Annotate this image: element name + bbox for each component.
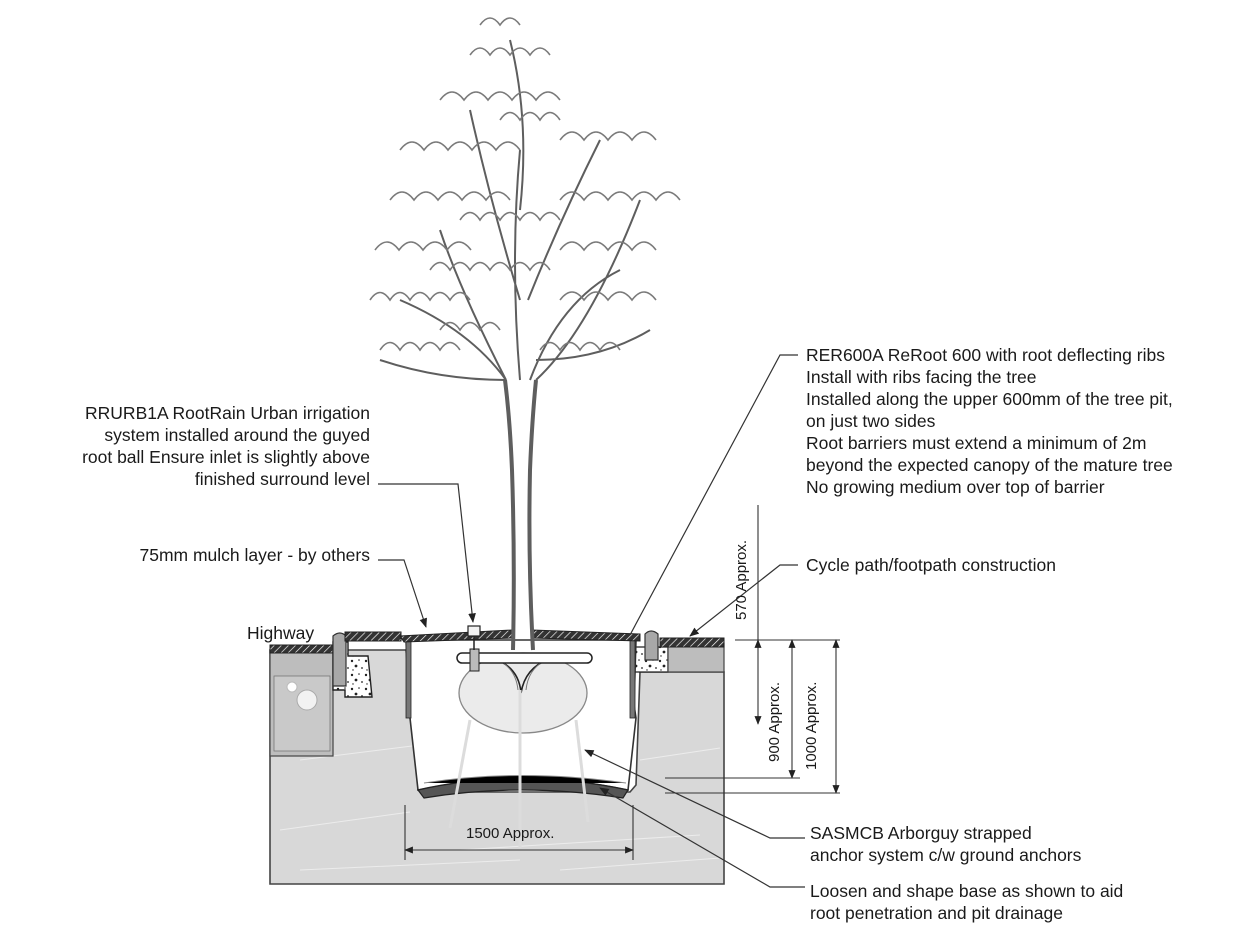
dimension-570-label: 570 Approx.: [733, 539, 750, 620]
highway-label: Highway: [247, 623, 315, 643]
cycle-path-callout: Cycle path/footpath construction: [806, 555, 1057, 575]
dimension-900-label: 900 Approx.: [766, 681, 783, 762]
highway-kerb: [269, 631, 402, 757]
root-ball: [448, 625, 593, 848]
reroot-callout: RER600A ReRoot 600 with root deflecting …: [806, 345, 1173, 497]
footpath-block: [631, 630, 725, 673]
leader-lines: [378, 354, 805, 888]
dimension-1500-label: 1500 Approx.: [466, 825, 555, 842]
loosen-callout: Loosen and shape base as shown to aid ro…: [810, 881, 1124, 923]
dimension-1000-label: 1000 Approx.: [803, 681, 820, 770]
arborguy-callout: SASMCB Arborguy strapped anchor system c…: [810, 823, 1082, 865]
tree-illustration: [369, 17, 681, 651]
mulch-callout: 75mm mulch layer - by others: [139, 545, 371, 565]
rootrain-callout: RRURB1A RootRain Urban irrigation system…: [82, 403, 370, 489]
dimension-lines: [404, 505, 840, 860]
